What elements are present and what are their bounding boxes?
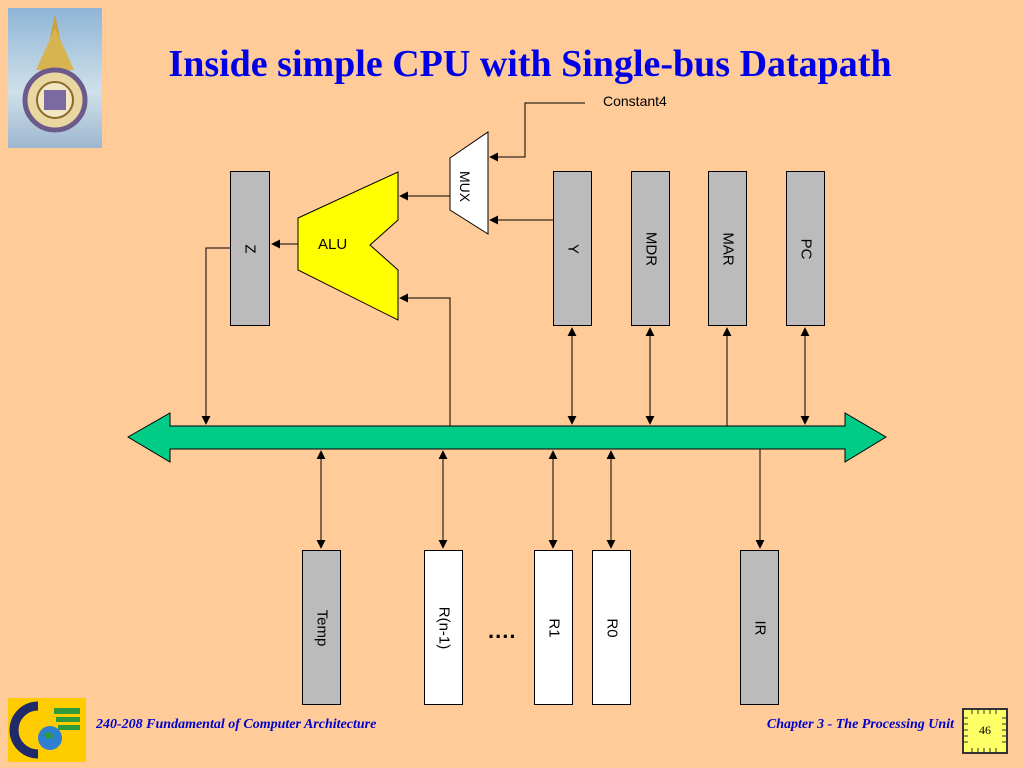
register-r0: R0	[592, 550, 631, 705]
register-temp: Temp	[302, 550, 341, 705]
register-r0-label: R0	[603, 617, 620, 638]
register-ir-label: IR	[751, 620, 768, 635]
register-r-n-1-label: R(n-1)	[435, 606, 452, 649]
register-mar-label: MAR	[719, 231, 736, 266]
university-seal-logo	[8, 8, 102, 148]
mux-label: MUX	[457, 171, 473, 203]
register-z-label: Z	[241, 243, 259, 254]
register-ir: IR	[740, 550, 779, 705]
alu-block	[297, 171, 399, 321]
page-number: 46	[979, 723, 991, 737]
register-r1: R1	[534, 550, 573, 705]
page-number-chip-icon: 46	[962, 708, 1008, 754]
footer-chapter: Chapter 3 - The Processing Unit	[766, 717, 954, 732]
register-r1-label: R1	[545, 617, 562, 638]
register-y-label: Y	[564, 243, 581, 254]
slide-title: Inside simple CPU with Single-bus Datapa…	[168, 43, 892, 85]
register-mdr: MDR	[631, 171, 670, 326]
register-temp-label: Temp	[313, 609, 330, 646]
register-pc-label: PC	[797, 238, 814, 259]
system-bus	[127, 412, 887, 463]
alu-label: ALU	[318, 236, 348, 253]
register-z: Z	[230, 171, 270, 326]
register-pc: PC	[786, 171, 825, 326]
register-mdr-label: MDR	[642, 231, 659, 266]
register-mar: MAR	[708, 171, 747, 326]
register-ellipsis: ....	[488, 618, 517, 643]
mux-block	[449, 131, 489, 235]
constant4-label: Constant4	[603, 93, 667, 109]
footer-course: 240-208 Fundamental of Computer Architec…	[96, 717, 377, 732]
register-y: Y	[553, 171, 592, 326]
register-r-n-1: R(n-1)	[424, 550, 463, 705]
department-logo	[8, 698, 86, 762]
